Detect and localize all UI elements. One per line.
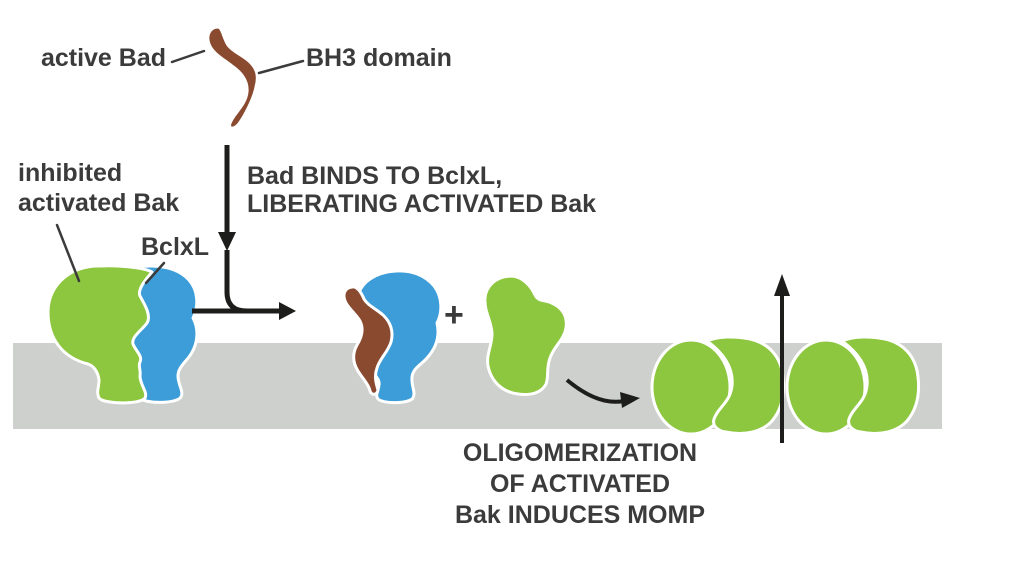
oligomerization-arrow-curve	[565, 378, 625, 404]
inhibited-activated-bak-label-line2: activated Bak	[18, 189, 180, 217]
bh3-domain-label: BH3 domain	[306, 44, 452, 72]
inhibited-bak-leader-line	[55, 223, 81, 283]
free-activated-bak-shape	[483, 274, 568, 396]
active-bad-label: active Bad	[40, 44, 166, 72]
oligomerization-arrowhead	[620, 392, 640, 408]
active-bad-shape	[206, 25, 259, 130]
inhibited-activated-bak-label: inhibited activated Bak	[18, 158, 179, 218]
oligomer-bak-left-shape	[650, 338, 732, 436]
bh3-domain-leader-line	[257, 59, 305, 75]
reaction-caption-line1: Bad BINDS TO BclxL,	[247, 162, 503, 190]
bad-binding-arrowhead	[218, 232, 236, 251]
momp-caption-line1: OLIGOMERIZATION	[462, 439, 698, 467]
momp-caption-line3: Bak INDUCES MOMP	[454, 501, 706, 529]
reaction-arrowhead	[279, 302, 296, 320]
bak-oligomer-pair-2	[785, 335, 921, 436]
momp-caption-line2: OF ACTIVATED	[489, 470, 671, 498]
inhibited-activated-bak-label-line1: inhibited	[18, 159, 123, 187]
bad-bclxl-complex-bad-shape	[342, 285, 394, 396]
reaction-caption-line2: LIBERATING ACTIVATED Bak	[247, 190, 597, 218]
momp-caption: OLIGOMERIZATION OF ACTIVATED Bak INDUCES…	[420, 438, 740, 531]
bak-oligomer-pair	[650, 335, 786, 436]
bad-binding-arrow-curve	[224, 250, 248, 314]
oligomer-bak-right-shape	[705, 335, 786, 436]
bclxl-label: BclxL	[141, 233, 210, 261]
reaction-caption: Bad BINDS TO BclxL, LIBERATING ACTIVATED…	[247, 162, 596, 218]
plus-sign: +	[444, 296, 464, 334]
inhibited-complex-bak-shape	[46, 264, 154, 405]
active-bad-leader-line	[170, 49, 206, 64]
momp-release-arrowhead	[774, 274, 790, 296]
bclxl-leader-line	[144, 261, 166, 285]
